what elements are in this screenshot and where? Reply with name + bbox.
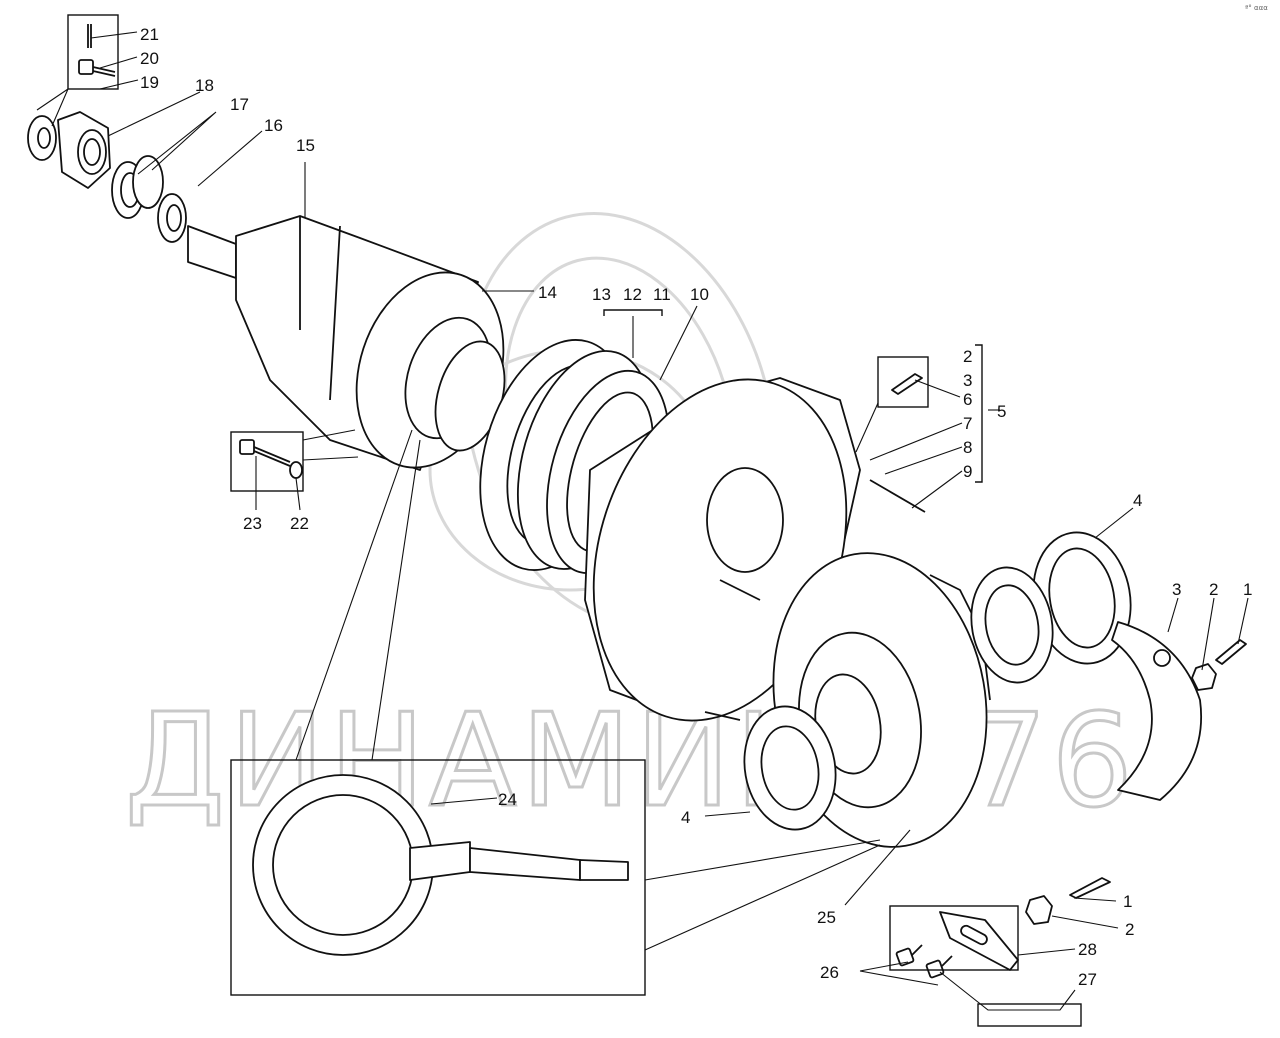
callout-9: 9 [963,462,972,481]
callout-10: 10 [690,285,709,304]
callout-2-upper: 2 [1209,580,1218,599]
callout-1-lower: 1 [1123,892,1132,911]
gear-inset-frame [230,759,646,996]
callout-19: 19 [140,73,159,92]
castle-nut-2-upper-part [1191,663,1217,691]
callout-15: 15 [296,136,315,155]
splined-washer-16-part [157,193,187,243]
washer-22-part [289,461,303,479]
cotter-pin-21-part [87,24,92,48]
callout-26: 26 [820,963,839,982]
callout-16: 16 [264,116,283,135]
callout-2-lower: 2 [1125,920,1134,939]
castle-nut-2-lower-part [1025,895,1053,925]
lock-plate-frame [889,905,1019,971]
lock-plate-28-part [939,911,1019,971]
callout-20: 20 [140,49,159,68]
callout-5: 5 [997,402,1006,421]
callout-1-upper: 1 [1243,580,1252,599]
bolt-box-21-20 [67,14,119,90]
plate-27-frame [977,1003,1082,1027]
cotter-pin-1-lower-part [1069,877,1111,899]
callout-4-lower: 4 [681,808,690,827]
callout-17: 17 [230,95,249,114]
callout-3-group: 3 [963,371,972,390]
callout-11: 11 [653,285,671,304]
callout-14: 14 [538,283,557,302]
callout-12: 12 [623,285,642,304]
cotter-pin-6-part [891,373,923,395]
cotter-box-6 [877,356,929,408]
gear-set-24-part [252,774,629,956]
corner-mark: ª° ααα [1245,4,1268,12]
callout-4-upper: 4 [1133,491,1142,510]
bearing-cap-3-part [1111,621,1202,801]
callout-23: 23 [243,514,262,533]
bearing-cap-4-upper-part [1032,531,1132,665]
callout-28: 28 [1078,940,1097,959]
callout-25: 25 [817,908,836,927]
bolt-20-part [78,59,116,77]
cotter-pin-1-upper-part [1215,639,1247,665]
callout-27: 27 [1078,970,1097,989]
callout-22: 22 [290,514,309,533]
callout-13: 13 [592,285,611,304]
callout-24: 24 [498,790,517,809]
adjusting-nut-4-lower-part [743,705,837,831]
callout-2-group: 2 [963,347,972,366]
bolt-box-23-22 [230,431,304,492]
group-bracket-5 [975,344,983,483]
callout-21: 21 [140,25,159,44]
callout-3-cap: 3 [1172,580,1181,599]
callout-18: 18 [195,76,214,95]
callout-7: 7 [963,414,972,433]
nut-18-part [57,111,111,189]
group-bracket-13-11 [603,309,663,316]
bolt-23-part [239,439,291,467]
lock-washer-19-part [27,115,57,161]
bearing-part [970,566,1054,684]
bolts-26-part [895,944,953,979]
callout-6: 6 [963,390,972,409]
callout-8: 8 [963,438,972,457]
rings-17-part [111,155,164,219]
